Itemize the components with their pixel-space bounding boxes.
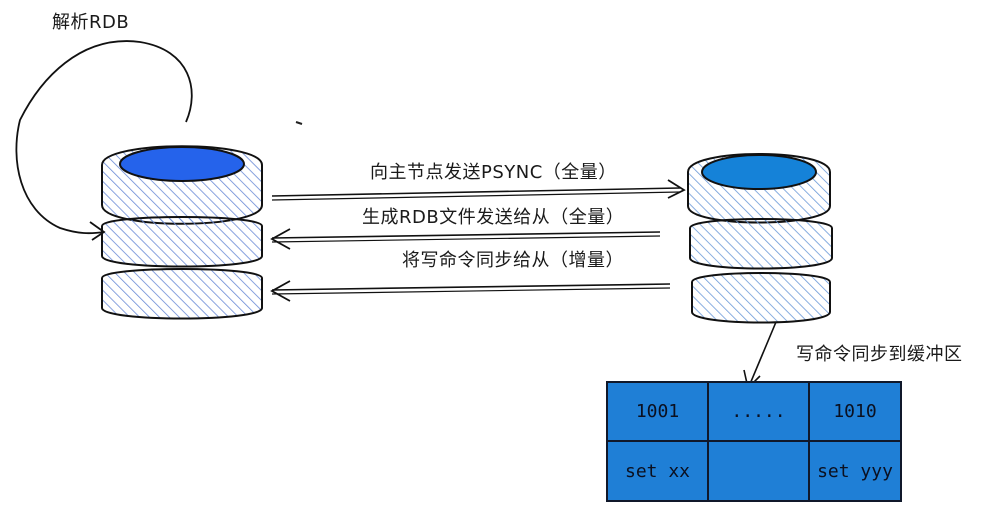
label-gen-rdb: 生成RDB文件发送给从（全量） — [362, 207, 625, 228]
buffer-cell: 1001 — [606, 381, 709, 442]
buffer-cell: ..... — [707, 381, 810, 442]
arrow-incremental — [270, 280, 671, 302]
master-database — [101, 145, 263, 320]
buffer-cell: 1010 — [808, 381, 902, 442]
dash-mark — [295, 121, 303, 125]
slave-disc-middle — [689, 218, 833, 270]
arrow-to-buffer — [743, 321, 777, 390]
master-top-ellipse — [119, 146, 245, 182]
buffer-cell — [707, 440, 810, 502]
arrow-rdb — [270, 228, 661, 250]
slave-disc-bottom — [691, 272, 831, 324]
label-write-buffer: 写命令同步到缓冲区 — [796, 344, 963, 365]
master-disc-middle — [101, 216, 263, 268]
master-disc-bottom — [101, 268, 263, 320]
buffer-cell: set yyy — [808, 440, 902, 502]
label-parse-rdb: 解析RDB — [52, 12, 130, 33]
slave-database — [687, 153, 833, 324]
slave-top-ellipse — [701, 154, 817, 190]
parse-rdb-loop — [15, 40, 193, 241]
label-sync-write: 将写命令同步给从（增量） — [402, 250, 624, 271]
buffer-cell: set xx — [606, 440, 709, 502]
label-send-psync: 向主节点发送PSYNC（全量） — [370, 162, 617, 183]
arrow-psync — [271, 179, 686, 201]
